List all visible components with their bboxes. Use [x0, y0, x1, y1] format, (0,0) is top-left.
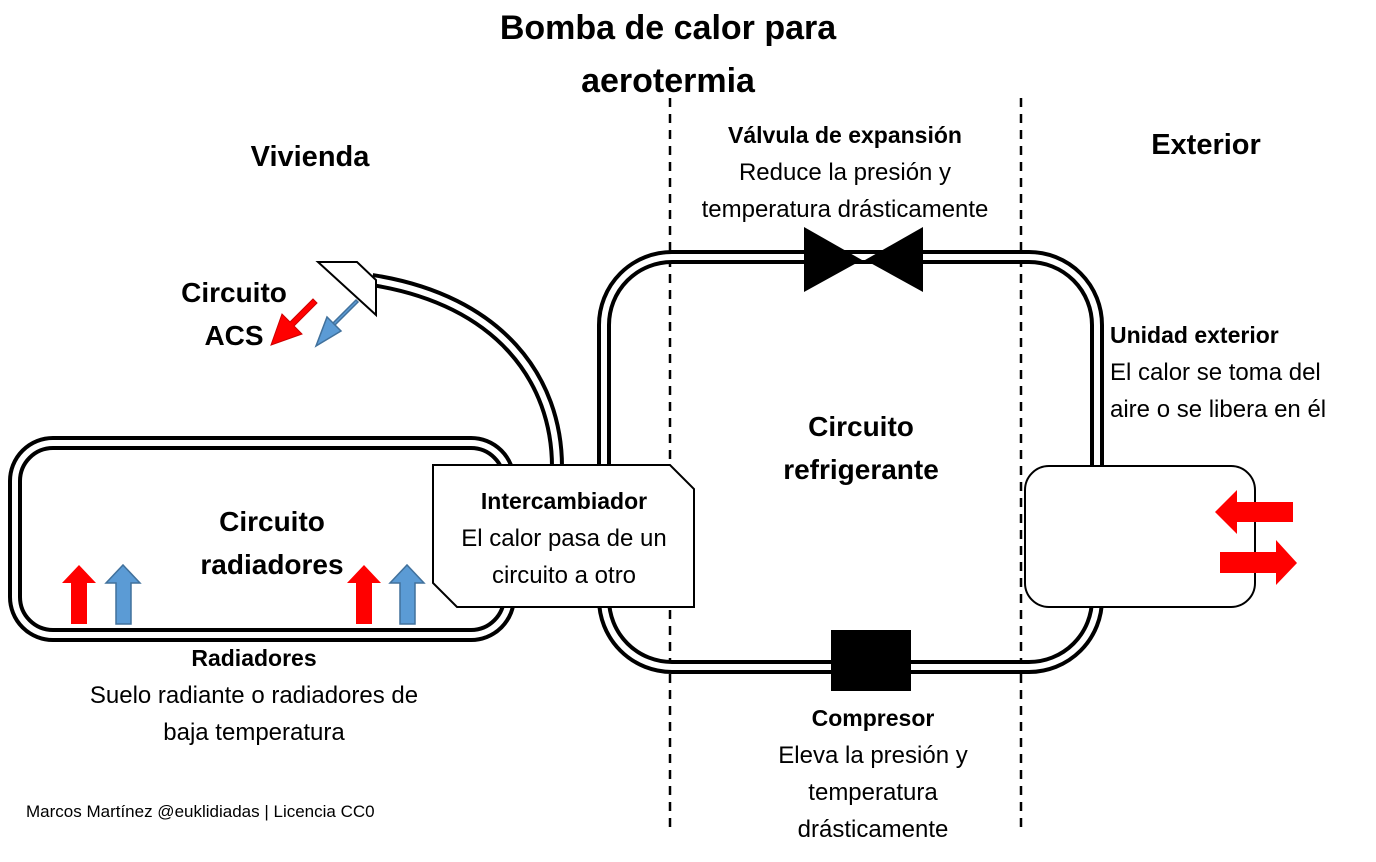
exchanger-box	[432, 464, 695, 608]
arrow-left-icon	[1215, 490, 1293, 534]
radiators-label: Radiadores Suelo radiante o radiadores d…	[44, 640, 464, 751]
refrigerant-line-1: Circuito	[808, 411, 914, 442]
compressor-desc-2: temperatura	[808, 779, 938, 806]
radiators-head: Radiadores	[191, 645, 317, 671]
refrigerant-label: Circuito refrigerante	[741, 405, 981, 491]
acs-label: Circuito ACS	[154, 271, 314, 357]
exchanger-head: Intercambiador	[480, 488, 648, 514]
compressor-block	[831, 630, 911, 691]
radiators-desc-1: Suelo radiante o radiadores de	[89, 682, 419, 709]
radiator-cold-arrow-icon-2	[388, 563, 426, 625]
arrow-right-icon	[1220, 540, 1297, 585]
outdoor-unit-desc-1: El calor se toma del	[1110, 359, 1321, 386]
compressor-desc-3: drásticamente	[797, 816, 949, 843]
title-line-2: aerotermia	[581, 62, 755, 100]
outdoor-unit-box	[1024, 465, 1256, 608]
outdoor-unit-label: Unidad exterior El calor se toma del air…	[1110, 317, 1326, 428]
credit-text: Marcos Martínez @euklidiadas | Licencia …	[26, 802, 375, 821]
exchanger-desc-2: circuito a otro	[491, 562, 637, 589]
expansion-valve-icon	[804, 227, 862, 292]
diagram-title: Bomba de calor para aerotermia	[418, 2, 918, 108]
radiator-hot-arrow-icon	[62, 565, 96, 624]
radiators-desc-2: baja temperatura	[163, 719, 345, 746]
radiator-cold-arrow-icon	[104, 563, 142, 625]
refrigerant-line-2: refrigerante	[783, 454, 939, 485]
acs-pipe	[370, 273, 564, 468]
compressor-head: Compresor	[811, 705, 935, 731]
outdoor-unit-desc-2: aire o se libera en él	[1110, 396, 1327, 423]
region-exterior: Exterior	[1151, 129, 1261, 161]
radiator-hot-arrow-icon-2	[347, 565, 381, 624]
expansion-valve-icon-right	[865, 227, 923, 292]
outdoor-unit-head: Unidad exterior	[1110, 322, 1279, 348]
expansion-valve-label: Válvula de expansión Reduce la presión y…	[665, 117, 1025, 228]
expansion-valve-desc-1: Reduce la presión y	[738, 159, 952, 186]
expansion-valve-desc-2: temperatura drásticamente	[701, 196, 989, 223]
radiator-circuit-label: Circuito radiadores	[157, 500, 387, 586]
radiator-circuit-line-1: Circuito	[219, 506, 325, 537]
acs-outlet	[315, 261, 377, 318]
title-line-1: Bomba de calor para	[499, 9, 837, 47]
compressor-label: Compresor Eleva la presión y temperatura…	[718, 700, 1028, 848]
expansion-valve-head: Válvula de expansión	[728, 122, 962, 148]
acs-line-1: Circuito	[181, 277, 287, 308]
exchanger-label: Intercambiador El calor pasa de un circu…	[433, 483, 695, 594]
radiator-circuit-line-2: radiadores	[200, 549, 344, 580]
compressor-desc-1: Eleva la presión y	[778, 742, 968, 769]
acs-line-2: ACS	[204, 320, 264, 351]
exchanger-desc-1: El calor pasa de un	[461, 525, 667, 552]
acs-hot-arrow-icon	[270, 298, 318, 346]
region-vivienda: Vivienda	[250, 141, 370, 173]
acs-cold-arrow-icon	[314, 298, 360, 348]
